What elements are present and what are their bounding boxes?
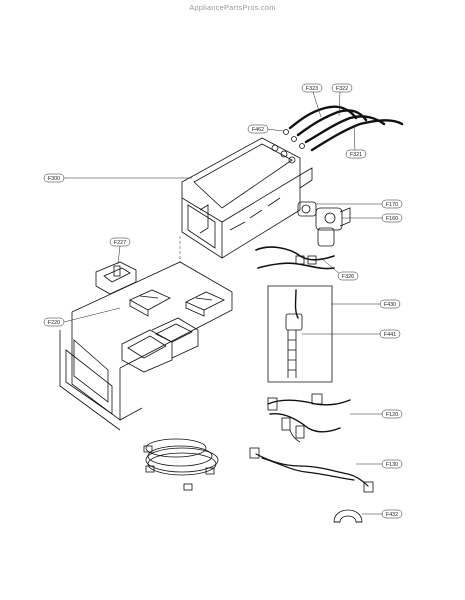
label-F120: F120 <box>386 412 398 418</box>
label-F430: F430 <box>384 302 396 308</box>
callout-F300: F300 <box>43 173 65 183</box>
label-F160: F160 <box>386 216 398 222</box>
door-lock-harness-box <box>267 285 333 383</box>
wire-harness-short <box>255 246 335 270</box>
dispenser-drawer <box>59 236 233 431</box>
dispenser-housing <box>181 137 313 259</box>
hose-clip <box>333 509 363 523</box>
callout-F227: F227 <box>109 237 131 247</box>
callout-F326: F326 <box>337 271 359 281</box>
siphon-cap <box>95 261 137 295</box>
callout-F432: F432 <box>381 509 403 519</box>
label-F321: F321 <box>350 152 362 158</box>
callout-F120: F120 <box>381 409 403 419</box>
hose-assembly <box>283 105 404 152</box>
label-F326: F326 <box>342 274 354 280</box>
main-wire-harness <box>267 393 351 443</box>
label-F130: F130 <box>386 462 398 468</box>
label-F432: F432 <box>386 512 398 518</box>
water-inlet-valve <box>297 201 351 247</box>
inlet-hoses <box>143 438 219 491</box>
callout-F160: F160 <box>381 213 403 223</box>
label-F441: F441 <box>384 332 396 338</box>
label-F227: F227 <box>114 240 126 246</box>
callout-F322: F322 <box>331 83 353 93</box>
label-F462: F462 <box>252 127 264 133</box>
watermark: AppliancePartsPros.com <box>189 3 276 12</box>
callout-F441: F441 <box>379 329 401 339</box>
callout-F130: F130 <box>381 459 403 469</box>
label-F300: F300 <box>48 176 60 182</box>
callout-F220: F220 <box>43 317 65 327</box>
label-F170: F170 <box>386 202 398 208</box>
callout-F462: F462 <box>247 124 269 134</box>
pump-wire-harness <box>249 447 374 493</box>
label-F322: F322 <box>336 86 348 92</box>
callout-F170: F170 <box>381 199 403 209</box>
label-F323: F323 <box>306 86 318 92</box>
callout-F321: F321 <box>345 149 367 159</box>
label-F220: F220 <box>48 320 60 326</box>
callout-F323: F323 <box>301 83 323 93</box>
callout-F430: F430 <box>379 299 401 309</box>
